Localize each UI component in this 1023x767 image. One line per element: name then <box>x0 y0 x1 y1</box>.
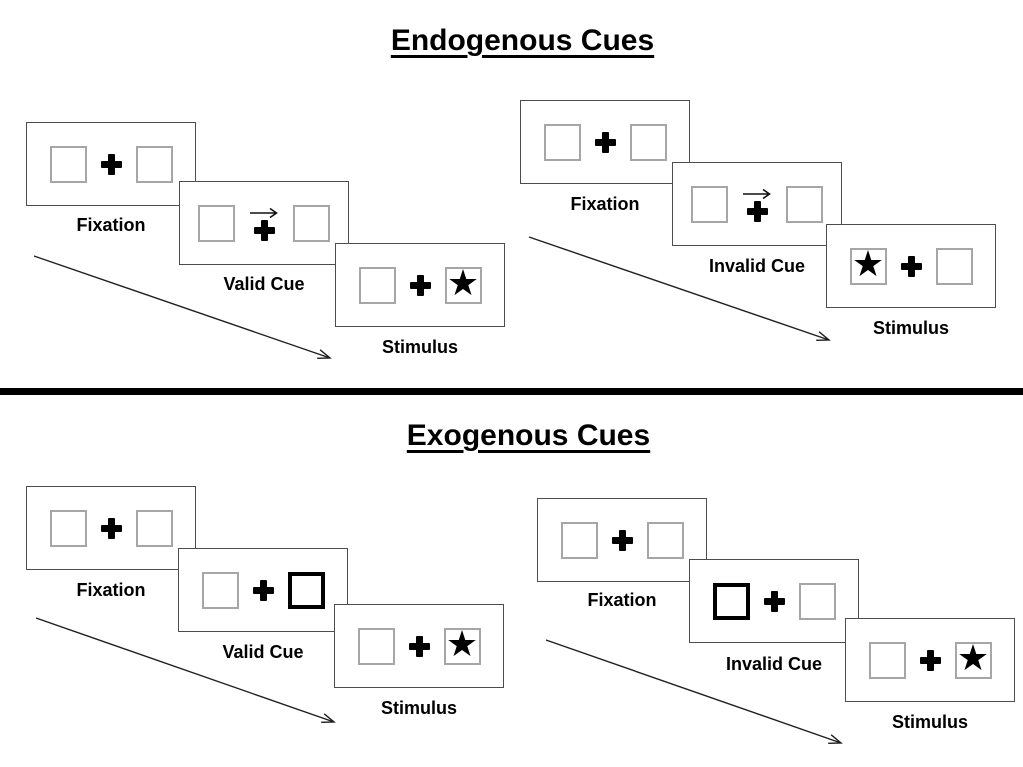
stimulus-screen: ★ <box>335 243 505 327</box>
frame-label: Fixation <box>76 215 146 235</box>
star-target-box: ★ <box>444 262 482 304</box>
fixation-screen <box>537 498 707 582</box>
endogenous-section-title: Endogenous Cues <box>390 24 655 57</box>
fixation-cross-icon <box>611 529 633 551</box>
fixation-screen <box>520 100 690 184</box>
placeholder-box-left <box>560 521 598 559</box>
frame-label: Fixation <box>76 580 146 600</box>
timeline-arrow-icon <box>33 255 332 360</box>
star-target-box: ★ <box>954 637 992 679</box>
placeholder-box-left <box>201 571 239 609</box>
frame-label: Fixation <box>587 590 657 610</box>
valid-cue-screen <box>178 548 348 632</box>
frame-label: Invalid Cue <box>708 256 806 276</box>
placeholder-box-left <box>49 145 87 183</box>
placeholder-box-right <box>786 185 823 223</box>
star-icon: ★ <box>851 243 885 285</box>
cue-symbol-stack <box>249 206 279 241</box>
cue-symbol-stack <box>742 187 772 222</box>
fixation-cross-icon <box>746 200 768 222</box>
frame-label: Stimulus <box>381 337 458 357</box>
fixation-screen <box>26 122 196 206</box>
section-divider <box>0 388 1023 395</box>
fixation-cross-icon <box>594 131 616 153</box>
star-icon: ★ <box>956 637 990 679</box>
cue-right-arrow-icon <box>743 188 771 199</box>
frame-label: Stimulus <box>891 712 968 732</box>
fixation-cross-icon <box>919 649 941 671</box>
fixation-cross-icon <box>100 153 122 175</box>
stimulus-screen: ★ <box>845 618 1015 702</box>
placeholder-box-right <box>629 123 667 161</box>
placeholder-box-left <box>691 185 728 223</box>
frame-label: Invalid Cue <box>725 654 823 674</box>
frame-label: Stimulus <box>380 698 457 718</box>
fixation-cross-icon <box>408 635 430 657</box>
placeholder-box-left <box>357 627 395 665</box>
placeholder-box-right <box>646 521 684 559</box>
invalid-cue-screen <box>689 559 859 643</box>
fixation-cross-icon <box>253 219 275 241</box>
star-target-box: ★ <box>849 243 887 285</box>
timeline-arrow-icon <box>35 617 336 723</box>
fixation-cross-icon <box>900 255 922 277</box>
star-target-box: ★ <box>443 623 481 665</box>
fixation-cross-icon <box>100 517 122 539</box>
timeline-arrow-icon <box>528 236 831 342</box>
placeholder-box-left <box>868 641 906 679</box>
placeholder-box-left <box>358 266 396 304</box>
placeholder-box-right <box>135 509 173 547</box>
placeholder-box-left <box>198 204 235 242</box>
stimulus-screen: ★ <box>826 224 996 308</box>
exogenous-section-title: Exogenous Cues <box>406 419 651 452</box>
placeholder-box-right <box>135 145 173 183</box>
cue-highlighted-box <box>712 582 750 620</box>
fixation-screen <box>26 486 196 570</box>
fixation-cross-icon <box>409 274 431 296</box>
cue-highlighted-box <box>287 571 325 609</box>
frame-label: Valid Cue <box>222 642 304 662</box>
stimulus-screen: ★ <box>334 604 504 688</box>
frame-label: Stimulus <box>872 318 949 338</box>
fixation-cross-icon <box>763 590 785 612</box>
fixation-cross-icon <box>252 579 274 601</box>
star-icon: ★ <box>445 623 479 665</box>
frame-label: Fixation <box>570 194 640 214</box>
frame-label: Valid Cue <box>223 274 305 294</box>
star-icon: ★ <box>446 262 480 304</box>
placeholder-box-right <box>293 204 330 242</box>
placeholder-box-right <box>798 582 836 620</box>
placeholder-box-left <box>49 509 87 547</box>
placeholder-box-right <box>935 247 973 285</box>
cue-right-arrow-icon <box>250 207 278 218</box>
placeholder-box-left <box>543 123 581 161</box>
valid-cue-screen <box>179 181 349 265</box>
invalid-cue-screen <box>672 162 842 246</box>
